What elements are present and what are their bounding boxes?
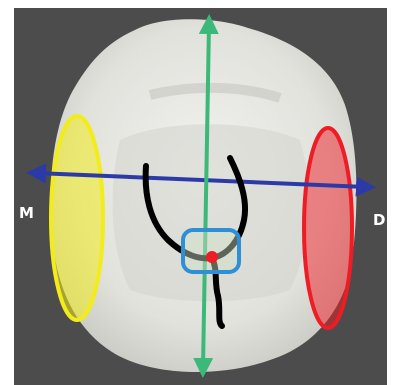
contact-area-box [183,230,239,272]
central-fossa-shadow [113,124,309,301]
distal-contact-ellipse [304,128,352,328]
mesial-label: M [19,206,34,221]
mesial-contact-ellipse [51,116,103,320]
contact-point-dot [206,251,218,263]
distal-label: D [373,213,385,228]
